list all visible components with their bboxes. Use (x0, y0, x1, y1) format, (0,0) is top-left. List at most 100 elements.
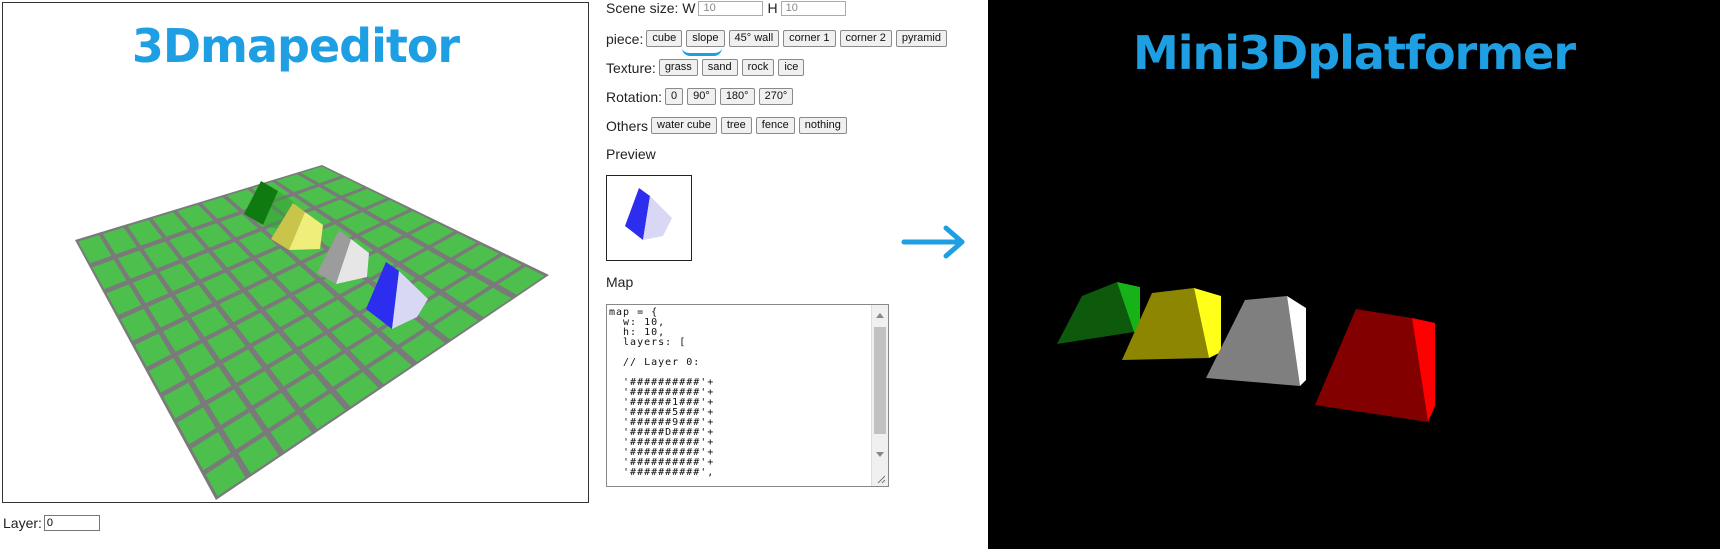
grid-cell[interactable] (147, 296, 185, 328)
grid-cell[interactable] (300, 334, 342, 367)
piece-pyramid-button[interactable]: pyramid (895, 30, 947, 47)
texture-grass-button[interactable]: grass (658, 59, 698, 76)
grid-cell[interactable] (368, 351, 412, 385)
grid-cell[interactable] (331, 316, 374, 348)
grid-cell[interactable] (127, 219, 163, 246)
grid-cell[interactable] (238, 371, 279, 406)
grid-cell[interactable] (185, 252, 223, 280)
texture-sand-button[interactable]: sand (701, 59, 738, 76)
grid-cell[interactable] (303, 393, 346, 429)
grid-cell[interactable] (159, 263, 196, 292)
grid-cell[interactable] (335, 372, 379, 407)
grid-cell[interactable] (106, 284, 142, 315)
width-input[interactable]: 10 (698, 0, 764, 16)
grid-cell[interactable] (220, 214, 259, 238)
rotation-0-button[interactable]: 0 (665, 88, 684, 105)
resize-grip-icon[interactable] (876, 474, 886, 484)
texture-rock-button[interactable]: rock (741, 59, 775, 76)
grid-cell[interactable] (102, 227, 137, 255)
grid-cell[interactable] (270, 414, 312, 452)
nothing-button[interactable]: nothing (798, 117, 847, 134)
grid-cell[interactable] (339, 211, 381, 234)
rotation-270-button[interactable]: 270° (758, 88, 794, 105)
rotation-180-button[interactable]: 180° (719, 88, 755, 105)
grid-cell[interactable] (191, 306, 229, 337)
grid-cell[interactable] (134, 333, 171, 367)
grid-cell[interactable] (178, 343, 216, 377)
map-textarea[interactable]: map = { w: 10, h: 10, layers: [ // Layer… (606, 304, 889, 487)
grid-cell[interactable] (465, 287, 512, 318)
grid-cell[interactable] (366, 199, 409, 221)
grid-cell[interactable] (297, 186, 338, 207)
grid-cell[interactable] (222, 349, 263, 383)
grid-cell[interactable] (78, 235, 112, 264)
map-scrollbar[interactable] (871, 305, 888, 486)
grid-cell[interactable] (252, 332, 293, 365)
piece-corner-2-button[interactable]: corner 2 (839, 30, 892, 47)
grid-cell[interactable] (312, 299, 355, 330)
scroll-thumb[interactable] (874, 327, 886, 434)
editor-viewport[interactable]: 3Dmapeditor (2, 2, 589, 503)
grid-cell[interactable] (269, 353, 311, 387)
grid-cell[interactable] (236, 312, 276, 344)
grid-cell[interactable] (117, 250, 153, 279)
grid-cell[interactable] (238, 231, 278, 256)
grid-cell[interactable] (432, 233, 477, 258)
grid-cell[interactable] (177, 407, 216, 445)
grid-cell[interactable] (476, 255, 522, 283)
piece-45-wall-button[interactable]: 45° wall (728, 30, 780, 47)
grid-cell[interactable] (92, 259, 127, 290)
layer-input[interactable] (43, 515, 100, 531)
grid-cell[interactable] (444, 275, 490, 304)
grid-cell[interactable] (276, 174, 316, 193)
grid-cell[interactable] (318, 353, 361, 387)
fence-button[interactable]: fence (755, 117, 795, 134)
scroll-up-icon[interactable] (876, 313, 884, 318)
grid-cell[interactable] (294, 282, 335, 311)
grid-cell[interactable] (208, 389, 248, 425)
grid-cell[interactable] (202, 272, 241, 301)
grid-cell[interactable] (318, 199, 359, 220)
grid-cell[interactable] (410, 222, 455, 246)
piece-cube-button[interactable]: cube (646, 30, 683, 47)
water-cube-button[interactable]: water cube (651, 117, 717, 134)
grid-cell[interactable] (381, 237, 425, 262)
grid-cell[interactable] (402, 249, 446, 276)
grid-cell[interactable] (423, 262, 468, 290)
grid-cell[interactable] (265, 297, 306, 328)
grid-cell[interactable] (254, 392, 296, 429)
grid-cell[interactable] (152, 212, 188, 237)
texture-ice-button[interactable]: ice (778, 59, 805, 76)
grid-cell[interactable] (282, 316, 324, 347)
grid-cell[interactable] (212, 241, 251, 268)
grid-cell[interactable] (349, 333, 393, 366)
grid-cell[interactable] (175, 284, 213, 315)
grid-cell[interactable] (193, 366, 232, 401)
height-input[interactable]: 10 (780, 0, 846, 16)
grid-cell[interactable] (238, 435, 279, 474)
piece-corner-1-button[interactable]: corner 1 (783, 30, 836, 47)
grid-cell[interactable] (257, 248, 297, 274)
tree-button[interactable]: tree (720, 117, 752, 134)
grid-cell[interactable] (322, 177, 364, 196)
grid-cell[interactable] (413, 294, 458, 325)
grid-cell[interactable] (388, 210, 432, 233)
grid-cell[interactable] (132, 273, 169, 304)
grid-cell[interactable] (433, 308, 479, 340)
grid-cell[interactable] (454, 244, 500, 270)
grid-cell[interactable] (177, 204, 214, 228)
scroll-down-icon[interactable] (876, 452, 884, 457)
grid-scene[interactable] (3, 3, 588, 502)
grid-cell[interactable] (247, 279, 287, 308)
grid-cell[interactable] (344, 188, 387, 209)
rotation-90-button[interactable]: 90° (687, 88, 716, 105)
grid-cell[interactable] (201, 196, 239, 219)
grid-cell[interactable] (191, 432, 231, 471)
grid-cell[interactable] (148, 358, 186, 393)
grid-cell[interactable] (301, 166, 341, 184)
piece-slope-button[interactable]: slope (686, 30, 725, 47)
grid-cell[interactable] (194, 223, 232, 248)
grid-cell[interactable] (230, 260, 269, 288)
grid-cell[interactable] (143, 241, 180, 269)
grid-cell[interactable] (162, 319, 200, 352)
